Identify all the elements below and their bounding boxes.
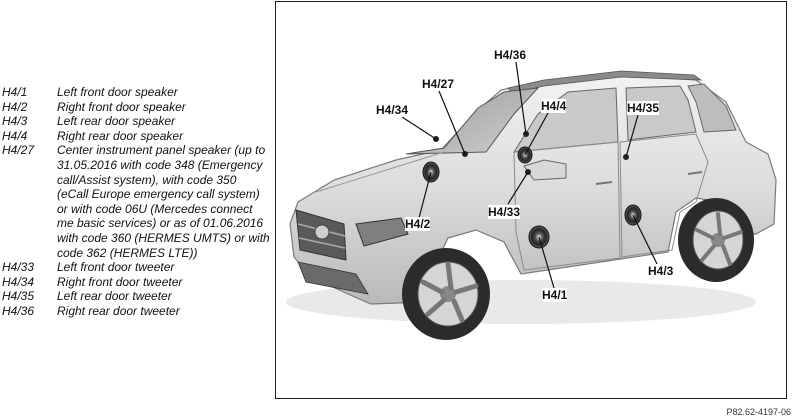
legend-description: Left front door tweeter [57, 260, 175, 275]
quarter-window [687, 83, 737, 133]
front-wheel [402, 248, 490, 340]
hood-line [315, 151, 445, 193]
callout-h4-35: H4/35 [627, 101, 660, 115]
vehicle-illustration-frame: H4/36 H4/27 H4/34 H4/4 H4/35 H4/2 H4/33 … [275, 1, 787, 399]
legend-description: Left rear door tweeter [57, 289, 172, 304]
legend-code: H4/3 [2, 114, 28, 129]
legend-row: H4/1 Left front door speaker [2, 85, 270, 100]
headlight [355, 217, 409, 247]
legend-code: H4/2 [2, 99, 28, 114]
legend-description: Right front door tweeter [57, 274, 183, 289]
leader-line-h4-33 [507, 171, 529, 205]
legend-code: H4/27 [2, 143, 35, 158]
side-mirror [523, 159, 567, 181]
legend-row: H4/34 Right front door tweeter [2, 275, 270, 290]
legend-description: Right rear door tweeter [57, 303, 180, 318]
bumper-intake [297, 261, 369, 295]
legend-row: H4/3 Left rear door speaker [2, 114, 270, 129]
callout-h4-3: H4/3 [648, 264, 674, 278]
legend-code: H4/4 [2, 128, 28, 143]
leader-line-h4-34 [401, 116, 437, 140]
leader-line-h4-1 [538, 236, 555, 289]
brand-star-icon [314, 224, 330, 240]
front-door-handle [595, 181, 613, 185]
legend-description: Right front door speaker [57, 99, 186, 114]
leader-line-h4-35 [625, 114, 639, 158]
legend-code: H4/33 [2, 260, 35, 275]
rear-door-handle [687, 171, 703, 175]
legend-row: H4/4 Right rear door speaker [2, 129, 270, 144]
leader-line-h4-2 [418, 171, 432, 219]
legend-code: H4/36 [2, 303, 35, 318]
leader-line-h4-3 [632, 214, 658, 265]
rear-wheel [678, 198, 754, 282]
legend-row: H4/35 Left rear door tweeter [2, 289, 270, 304]
legend-description: Center instrument panel speaker (up to 3… [57, 143, 270, 260]
rear-side-window [625, 85, 697, 141]
grille-bar [298, 237, 346, 249]
callout-h4-27: H4/27 [422, 77, 455, 91]
leader-line-h4-27 [438, 90, 466, 155]
legend-row: H4/2 Right front door speaker [2, 100, 270, 115]
legend-row: H4/36 Right rear door tweeter [2, 304, 270, 319]
rear-door-outline [619, 133, 709, 258]
windshield [405, 87, 540, 155]
callout-h4-2: H4/2 [405, 217, 431, 231]
legend-description: Left front door speaker [57, 85, 178, 99]
leader-line-h4-4 [524, 112, 549, 156]
legend-code: H4/1 [2, 85, 28, 99]
legend-row: H4/27 Center instrument panel speaker (u… [2, 143, 270, 260]
legend-row: H4/33 Left front door tweeter [2, 260, 270, 275]
vehicle-illustration [286, 61, 777, 340]
legend-description: Left rear door speaker [57, 114, 176, 129]
callout-h4-1: H4/1 [542, 288, 568, 302]
leader-lines [401, 61, 658, 289]
legend-description: Right rear door speaker [57, 128, 184, 143]
legend-code: H4/34 [2, 274, 35, 289]
callout-h4-4: H4/4 [541, 99, 567, 113]
legend-code: H4/35 [2, 289, 35, 304]
figure-id: P82.62-4197-06 [726, 407, 791, 417]
callout-h4-36: H4/36 [494, 48, 527, 62]
callout-h4-34: H4/34 [376, 103, 409, 117]
callout-h4-33: H4/33 [488, 205, 521, 219]
legend: H4/1 Left front door speaker H4/2 Right … [2, 85, 270, 319]
leader-line-h4-36 [515, 61, 527, 135]
